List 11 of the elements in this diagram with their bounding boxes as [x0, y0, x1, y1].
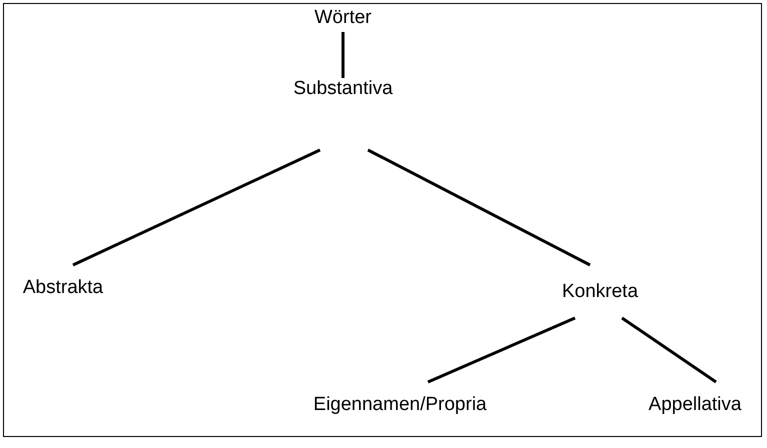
node-label: Wörter — [314, 7, 372, 29]
connector-line — [427, 316, 576, 384]
node-label: Appellativa — [648, 394, 742, 416]
connector-line — [621, 316, 717, 384]
connector-line — [72, 148, 321, 266]
connector-line — [342, 32, 344, 78]
connector-line — [367, 148, 591, 266]
node-label: Konkreta — [562, 280, 638, 302]
node-label: Abstrakta — [22, 276, 104, 298]
node-label: Substantiva — [293, 78, 393, 100]
node-label: Eigennamen/Propria — [313, 394, 487, 416]
